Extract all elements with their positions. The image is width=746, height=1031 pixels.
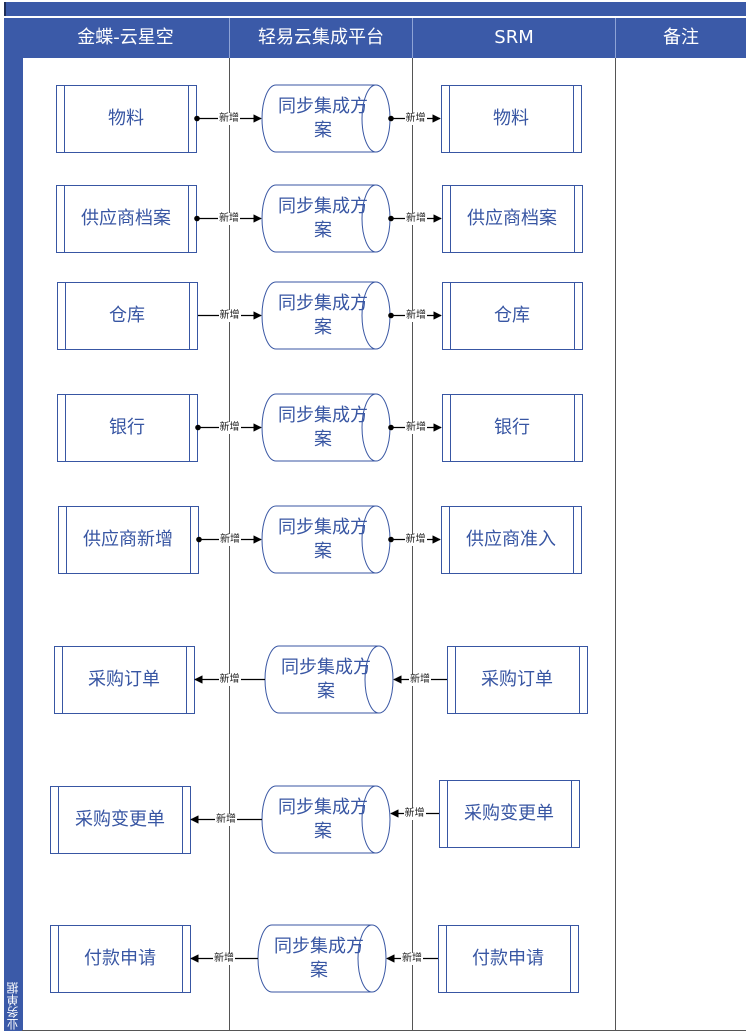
edge-label-out: 新增 <box>405 421 427 434</box>
column-header-srm: SRM <box>413 18 616 58</box>
source-node-label: 付款申请 <box>84 947 156 969</box>
integration-scheme-label: 同步集成方案 <box>281 656 371 702</box>
integration-scheme-label: 同步集成方案 <box>278 292 368 338</box>
target-node <box>441 85 582 153</box>
window-top-bar <box>0 0 746 18</box>
target-node <box>447 646 588 714</box>
target-node-label: 物料 <box>493 107 529 129</box>
edge-label-in: 新增 <box>219 533 241 546</box>
edge-label-out: 新增 <box>405 212 427 225</box>
integration-scheme-label: 同步集成方案 <box>278 516 368 562</box>
source-node-label: 银行 <box>109 416 145 438</box>
edge-label-in: 新增 <box>218 212 240 225</box>
source-node <box>56 185 197 253</box>
source-node-label: 仓库 <box>109 304 145 326</box>
edge-label-in: 新增 <box>218 112 240 125</box>
integration-scheme-node <box>261 84 391 153</box>
target-node <box>439 780 580 848</box>
target-node-label: 付款申请 <box>472 947 544 969</box>
edge-label-in: 新增 <box>401 952 423 965</box>
target-node-label: 采购变更单 <box>464 802 554 824</box>
edge-label-out: 新增 <box>218 673 241 686</box>
integration-scheme-node <box>261 785 391 854</box>
target-node <box>442 282 583 350</box>
target-node-label: 仓库 <box>494 304 530 326</box>
source-node <box>50 925 191 993</box>
target-node-label: 银行 <box>494 416 530 438</box>
target-node-label: 供应商档案 <box>467 207 557 229</box>
source-node-label: 采购订单 <box>88 668 160 690</box>
edge-label-out: 新增 <box>405 309 427 322</box>
target-node-label: 采购订单 <box>481 668 553 690</box>
integration-scheme-label: 同步集成方案 <box>278 95 368 141</box>
source-node <box>50 786 191 854</box>
integration-scheme-node <box>257 924 387 993</box>
column-header-row <box>22 18 746 58</box>
integration-scheme-node <box>261 505 391 574</box>
source-node-label: 采购变更单 <box>75 808 165 830</box>
column-header-notes: 备注 <box>663 27 699 48</box>
column-header-platform: 轻易云集成平台 <box>230 18 413 58</box>
integration-scheme-node <box>264 645 394 714</box>
integration-scheme-label: 同步集成方案 <box>278 404 368 450</box>
target-node <box>442 185 583 253</box>
column-header-kingdee: 金蝶-云星空 <box>22 18 230 58</box>
target-node <box>441 506 582 574</box>
edge-label-in: 新增 <box>218 421 241 434</box>
target-node-label: 供应商准入 <box>466 528 556 550</box>
target-node <box>442 394 583 462</box>
top-strip <box>4 2 746 16</box>
source-node <box>57 394 198 462</box>
edge-label-out: 新增 <box>404 533 427 546</box>
source-node-label: 供应商档案 <box>81 207 171 229</box>
integration-scheme-label: 同步集成方案 <box>278 796 368 842</box>
integration-scheme-node <box>261 281 391 350</box>
source-node-label: 供应商新增 <box>83 528 173 550</box>
source-node-label: 物料 <box>108 107 144 129</box>
integration-scheme-label: 同步集成方案 <box>274 935 364 981</box>
target-node <box>438 925 579 993</box>
edge-label-out: 新增 <box>213 952 235 965</box>
integration-scheme-node <box>261 184 391 253</box>
edge-label-in: 新增 <box>218 309 241 322</box>
source-node <box>54 646 195 714</box>
edge-label-in: 新增 <box>403 807 426 820</box>
edge-label-in: 新增 <box>409 673 431 686</box>
edge-label-out: 新增 <box>215 813 237 826</box>
integration-scheme-label: 同步集成方案 <box>278 195 368 241</box>
swimlane-label-bar <box>4 18 22 1031</box>
source-node <box>57 282 198 350</box>
edge-label-out: 新增 <box>404 112 427 125</box>
integration-scheme-node <box>261 393 391 462</box>
